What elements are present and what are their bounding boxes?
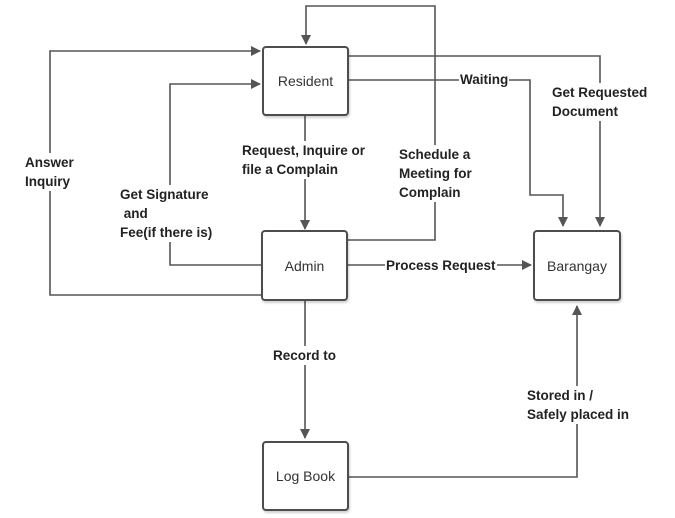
- label-schedule-meeting: Schedule a Meeting for Complain: [398, 145, 473, 202]
- label-process-request: Process Request: [385, 256, 497, 275]
- label-schedule-meeting-line-2: Meeting for: [399, 166, 472, 181]
- node-barangay-label: Barangay: [547, 257, 607, 274]
- label-schedule-meeting-line-3: Complain: [399, 185, 461, 200]
- label-process-request-text: Process Request: [386, 258, 496, 273]
- label-answer-inquiry-line-2: Inquiry: [25, 174, 71, 189]
- node-barangay: Barangay: [533, 230, 621, 301]
- node-log-book-label: Log Book: [275, 468, 336, 484]
- edge-stored-in: [348, 305, 582, 478]
- label-get-signature-line-3: Fee(if there is): [120, 225, 213, 240]
- label-request-inquire-line-2: file a Complain: [242, 162, 339, 177]
- label-record-to-text: Record to: [273, 348, 337, 363]
- label-request-inquire: Request, Inquire or file a Complain: [241, 141, 367, 179]
- label-get-signature-line-2: and: [120, 206, 148, 221]
- label-get-document-line-2: Document: [552, 104, 619, 119]
- label-answer-inquiry-line-1: Answer: [25, 155, 74, 170]
- label-waiting-text: Waiting: [460, 72, 509, 87]
- label-stored-in-line-2: Safely placed in: [527, 407, 630, 422]
- edge-get-document: [347, 55, 605, 227]
- label-record-to: Record to: [272, 346, 338, 365]
- label-stored-in: Stored in / Safely placed in: [526, 386, 631, 424]
- edge-schedule-meeting: [301, 5, 436, 241]
- label-get-document-line-1: Get Requested: [552, 85, 648, 100]
- label-request-inquire-line-1: Request, Inquire or: [242, 143, 366, 158]
- label-stored-in-line-1: Stored in /: [527, 388, 594, 403]
- label-schedule-meeting-line-1: Schedule a: [399, 147, 471, 162]
- label-answer-inquiry: Answer Inquiry: [24, 153, 75, 191]
- edge-get-signature: [169, 79, 262, 266]
- node-log-book: Log Book: [262, 441, 349, 511]
- label-waiting: Waiting: [459, 70, 510, 89]
- label-get-requested-document: Get Requested Document: [551, 83, 649, 121]
- node-resident: Resident: [262, 46, 349, 116]
- node-admin: Admin: [261, 230, 348, 301]
- node-resident-label: Resident: [277, 73, 334, 89]
- edge-answer-inquiry: [49, 46, 262, 296]
- label-get-signature-line-1: Get Signature: [120, 187, 209, 202]
- node-admin-label: Admin: [284, 257, 325, 274]
- label-get-signature: Get Signature and Fee(if there is): [119, 185, 214, 242]
